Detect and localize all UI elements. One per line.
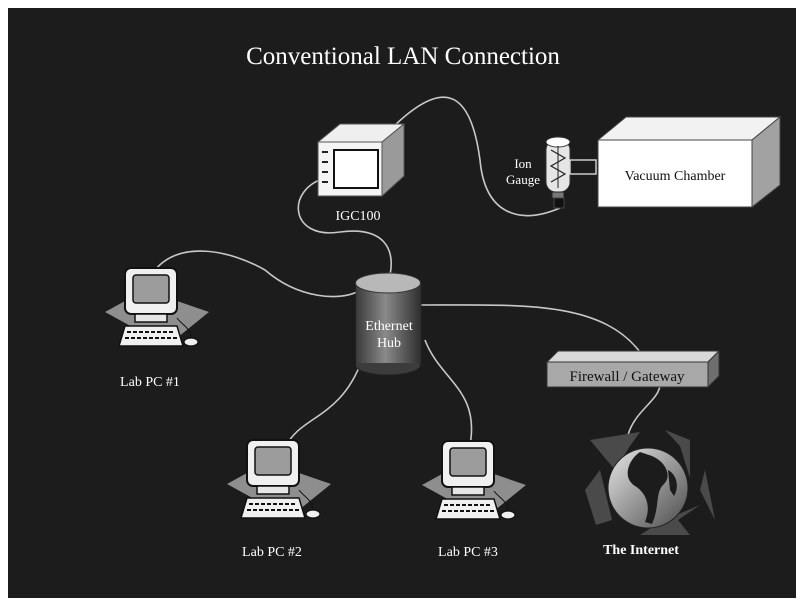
cable-igc-to-hub (297, 177, 392, 276)
cable-hub-to-pc3 (424, 339, 473, 446)
ethernet-hub-label-line2: Hub (377, 336, 401, 351)
internet-label: The Internet (603, 543, 679, 558)
cable-firewall-to-internet (627, 383, 661, 436)
ion-gauge-label-line2: Gauge (506, 172, 540, 187)
ion-gauge (545, 136, 597, 209)
vacuum-chamber-label: Vacuum Chamber (625, 169, 726, 184)
ethernet-hub-label-line1: Ethernet (365, 319, 413, 334)
ion-gauge-label-line1: Ion (514, 156, 532, 171)
firewall-gateway (545, 349, 721, 389)
lab-pc-2-label: Lab PC #2 (242, 545, 302, 560)
cable-hub-to-pc2 (284, 359, 363, 449)
igc100-label: IGC100 (335, 209, 380, 224)
cable-pc1-to-hub (154, 250, 358, 298)
cable-hub-to-firewall (419, 304, 641, 353)
lab-pc-1-icon (105, 267, 209, 347)
firewall-gateway-label: Firewall / Gateway (570, 369, 685, 385)
vacuum-chamber (596, 115, 782, 209)
lab-pc-1-label: Lab PC #1 (120, 375, 180, 390)
lab-pc-3-label: Lab PC #3 (438, 545, 498, 560)
internet-globe-icon (585, 430, 715, 535)
igc100-controller (316, 122, 406, 198)
lab-pc-3-icon (422, 440, 526, 520)
cable-igc-to-ion-gauge (389, 96, 561, 217)
diagram-title: Conventional LAN Connection (246, 43, 560, 70)
ethernet-hub (355, 272, 422, 376)
network-cables (154, 96, 661, 449)
lab-pc-2-icon (227, 439, 331, 519)
